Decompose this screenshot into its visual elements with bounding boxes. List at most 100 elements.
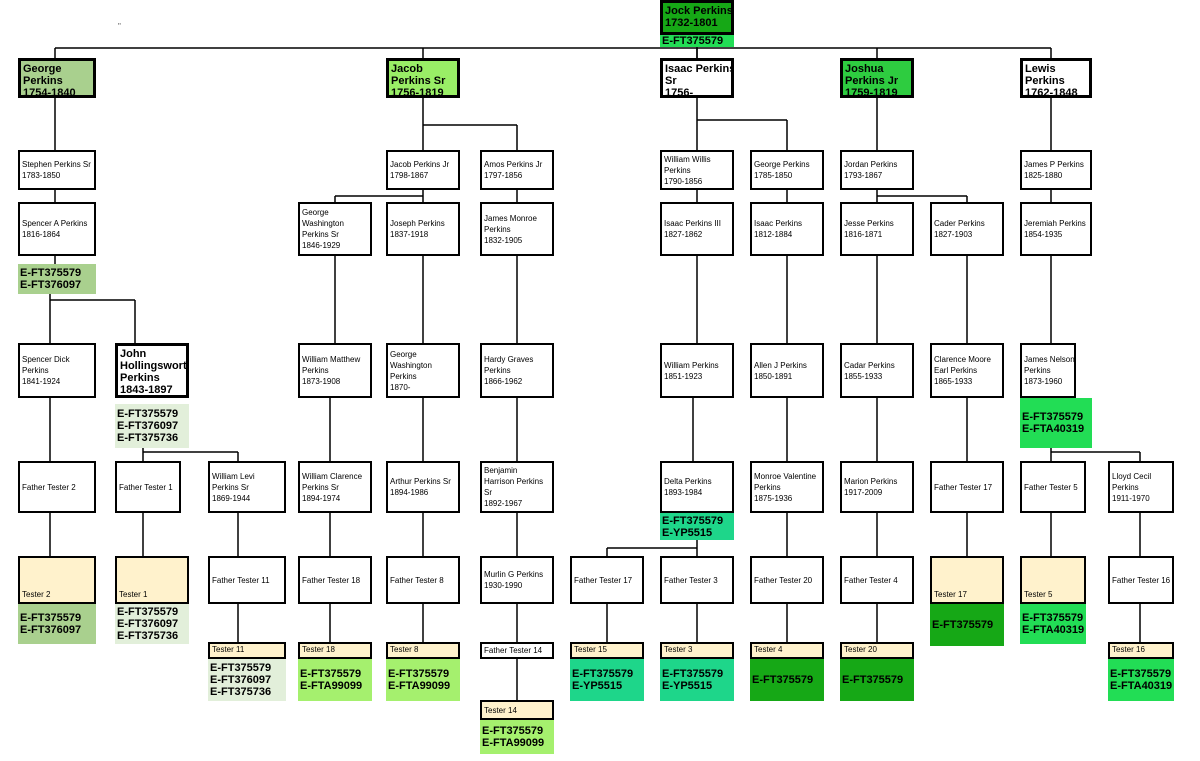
person-box-text: Isaac Perkins: [665, 63, 734, 75]
haplogroup-text: E-YP5515: [572, 680, 623, 692]
person-box-text: James Monroe: [484, 213, 537, 223]
haplogroup-text: E-FTA99099: [388, 680, 451, 692]
person-box-text: 1854-1935: [1024, 230, 1063, 239]
haplogroup-text: E-FT375579: [210, 662, 272, 674]
person-box-text: Father Tester 18: [302, 575, 361, 585]
person-box-text: Jordan Perkins: [844, 160, 898, 169]
haplogroup-text: E-FT375579: [752, 674, 814, 686]
person-box-text: Isaac Perkins III: [664, 219, 721, 228]
haplogroup-text: E-FT376097: [20, 624, 82, 636]
person-box-text: Perkins Jr: [845, 75, 899, 87]
person-box-text: 1851-1923: [664, 371, 703, 381]
person-box-ft2: Father Tester 2: [18, 461, 96, 513]
person-box-text: 1797-1856: [484, 171, 523, 180]
person-box-tester4: Tester 4: [750, 642, 824, 659]
person-box-text: Washington: [390, 360, 432, 370]
person-box-text: Perkins: [664, 165, 691, 175]
person-box-text: Tester 20: [844, 645, 877, 654]
person-box-text: Father Tester 8: [390, 575, 444, 585]
person-box-text: Perkins: [23, 75, 63, 87]
person-box-text: Father Tester 17: [934, 482, 993, 492]
person-box-text: Perkins Sr: [212, 482, 249, 492]
person-box-text: Father Tester 17: [574, 575, 633, 585]
person-box-text: Perkins Sr: [302, 230, 339, 239]
person-box-text: Earl Perkins: [934, 366, 978, 375]
person-box-text: 1783-1850: [22, 171, 61, 180]
person-box-tester5: Tester 5: [1020, 556, 1086, 604]
person-box-text: Perkins: [22, 366, 49, 375]
haplogroup-text: E-FT375579: [932, 619, 994, 631]
person-box-text: 1841-1924: [22, 377, 61, 386]
haplogroup-text: E-FT375579: [388, 668, 450, 680]
person-box-text: Tester 17: [934, 590, 967, 599]
person-box-text: 1850-1891: [754, 371, 793, 381]
person-box-ft14: Father Tester 14: [480, 642, 554, 659]
person-box-text: Perkins: [1024, 366, 1051, 375]
person-box-tester18: Tester 18: [298, 642, 372, 659]
person-box-text: Father Tester 20: [754, 575, 813, 585]
person-box-text: Tester 15: [574, 645, 607, 654]
person-box-text: Jock Perkins: [665, 5, 733, 17]
person-box-tester20: Tester 20: [840, 642, 914, 659]
person-box-text: James P Perkins: [1024, 160, 1084, 169]
haplogroup-text: E-FT376097: [210, 674, 272, 686]
person-box-text: William Levi: [212, 471, 255, 481]
person-box-text: Father Tester 14: [484, 646, 543, 655]
person-box-text: 1832-1905: [484, 235, 523, 245]
person-box-text: 1873-1908: [302, 377, 341, 386]
person-box-text: Washington: [302, 219, 344, 228]
person-box-text: 1756-1819: [391, 87, 444, 98]
person-box-text: Monroe Valentine: [754, 471, 817, 481]
haplogroup-text: E-FTA40319: [1110, 680, 1173, 692]
haplogroup-label: E-FT375579: [930, 604, 1004, 646]
person-box-ft18: Father Tester 18: [298, 556, 372, 604]
person-box-tester17: Tester 17: [930, 556, 1004, 604]
person-box-text: Arthur Perkins Sr: [390, 477, 451, 486]
person-box-text: 1816-1864: [22, 230, 61, 239]
person-box-text: Father Tester 2: [22, 482, 76, 492]
person-box-text: William Matthew: [302, 355, 361, 364]
person-box-text: 1866-1962: [484, 377, 523, 386]
haplogroup-text: E-FT375579: [117, 606, 179, 618]
haplogroup-text: E-FT375579: [662, 514, 724, 527]
person-box-text: Perkins: [1025, 75, 1065, 87]
person-box-text: 1732-1801: [665, 17, 718, 29]
person-box-tester2: Tester 2: [18, 556, 96, 604]
person-box-ft16: Father Tester 16: [1108, 556, 1174, 604]
person-box-text: 1793-1867: [844, 171, 883, 180]
haplogroup-text: E-FT376097: [117, 420, 179, 432]
person-box-text: 1759-1819: [845, 87, 898, 98]
person-box-text: William Clarence: [302, 471, 363, 481]
person-box-text: Tester 11: [212, 645, 245, 654]
person-box-tester11: Tester 11: [208, 642, 286, 659]
person-box-text: 1827-1903: [934, 230, 973, 239]
haplogroup-text: E-FT375579: [117, 408, 179, 420]
person-box-text: Sr: [665, 75, 677, 87]
